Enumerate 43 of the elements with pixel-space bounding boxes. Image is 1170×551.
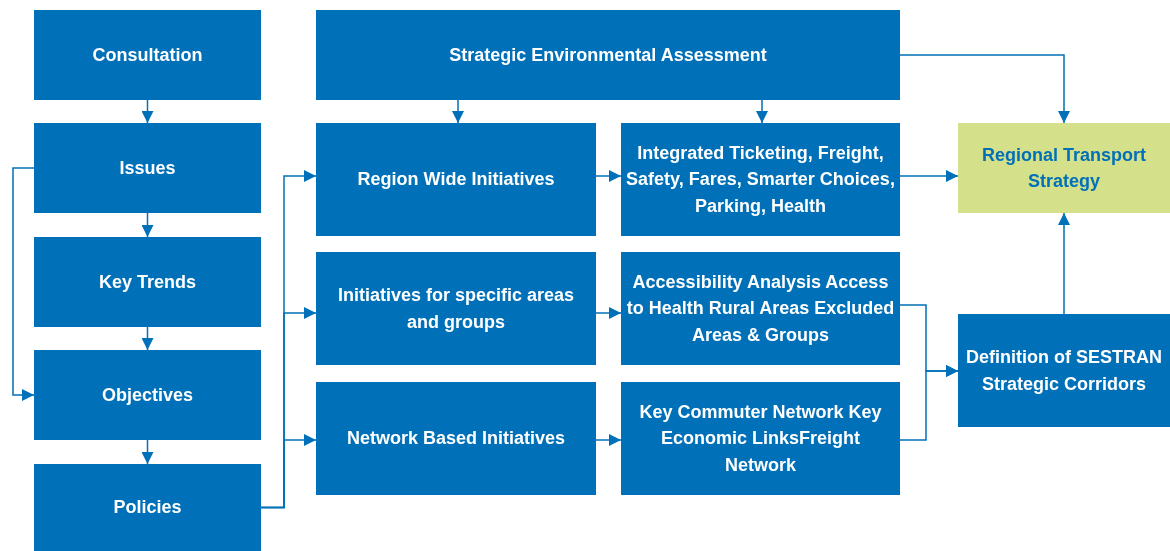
box-label: Regional Transport Strategy bbox=[981, 143, 1147, 193]
arrow bbox=[141, 212, 154, 238]
arrow bbox=[141, 99, 154, 124]
arrow bbox=[1058, 212, 1070, 315]
box-label: Network Based Initiatives bbox=[346, 427, 566, 451]
arrow bbox=[899, 365, 959, 441]
box-label: Consultation bbox=[92, 43, 203, 67]
process-box bbox=[316, 10, 900, 100]
box-label: Issues bbox=[119, 156, 176, 180]
process-box bbox=[621, 123, 900, 236]
box-label: Key Commuter Network Key Economic LinksFreight Network bbox=[638, 401, 883, 477]
box-label: Integrated Ticketing, Freight, Safety, Fares, Smarter Choices, Parking, Health bbox=[625, 142, 896, 218]
arrow bbox=[141, 326, 154, 351]
box-label: Accessibility Analysis Access to Health Rural Areas Excluded Areas & Groups bbox=[625, 271, 896, 347]
process-box bbox=[34, 237, 261, 327]
arrow bbox=[452, 99, 464, 124]
arrow bbox=[595, 434, 622, 446]
process-box bbox=[621, 382, 900, 495]
box-label: Objectives bbox=[101, 383, 193, 407]
process-box bbox=[316, 252, 596, 365]
process-box bbox=[34, 10, 261, 100]
arrow bbox=[899, 170, 959, 182]
process-box bbox=[316, 123, 596, 236]
box-label: Policies bbox=[113, 496, 182, 520]
arrow bbox=[595, 170, 622, 182]
result-box bbox=[958, 123, 1170, 213]
arrow bbox=[12, 167, 35, 401]
box-label: Initiatives for specific areas and groups bbox=[336, 284, 576, 334]
process-box bbox=[34, 350, 261, 440]
box-label: Region Wide Initiatives bbox=[357, 168, 555, 192]
box-label: Strategic Environmental Assessment bbox=[449, 43, 767, 67]
process-box bbox=[34, 464, 261, 551]
process-box bbox=[316, 382, 596, 495]
arrow bbox=[260, 434, 317, 509]
process-box bbox=[958, 314, 1170, 427]
arrow bbox=[899, 54, 1070, 124]
arrow bbox=[595, 307, 622, 319]
process-box bbox=[34, 123, 261, 213]
box-label: Key Trends bbox=[98, 270, 196, 294]
process-box bbox=[621, 252, 900, 365]
box-label: Definition of SESTRAN Strategic Corridors bbox=[965, 346, 1163, 396]
arrow bbox=[141, 439, 154, 465]
arrow bbox=[756, 99, 768, 124]
